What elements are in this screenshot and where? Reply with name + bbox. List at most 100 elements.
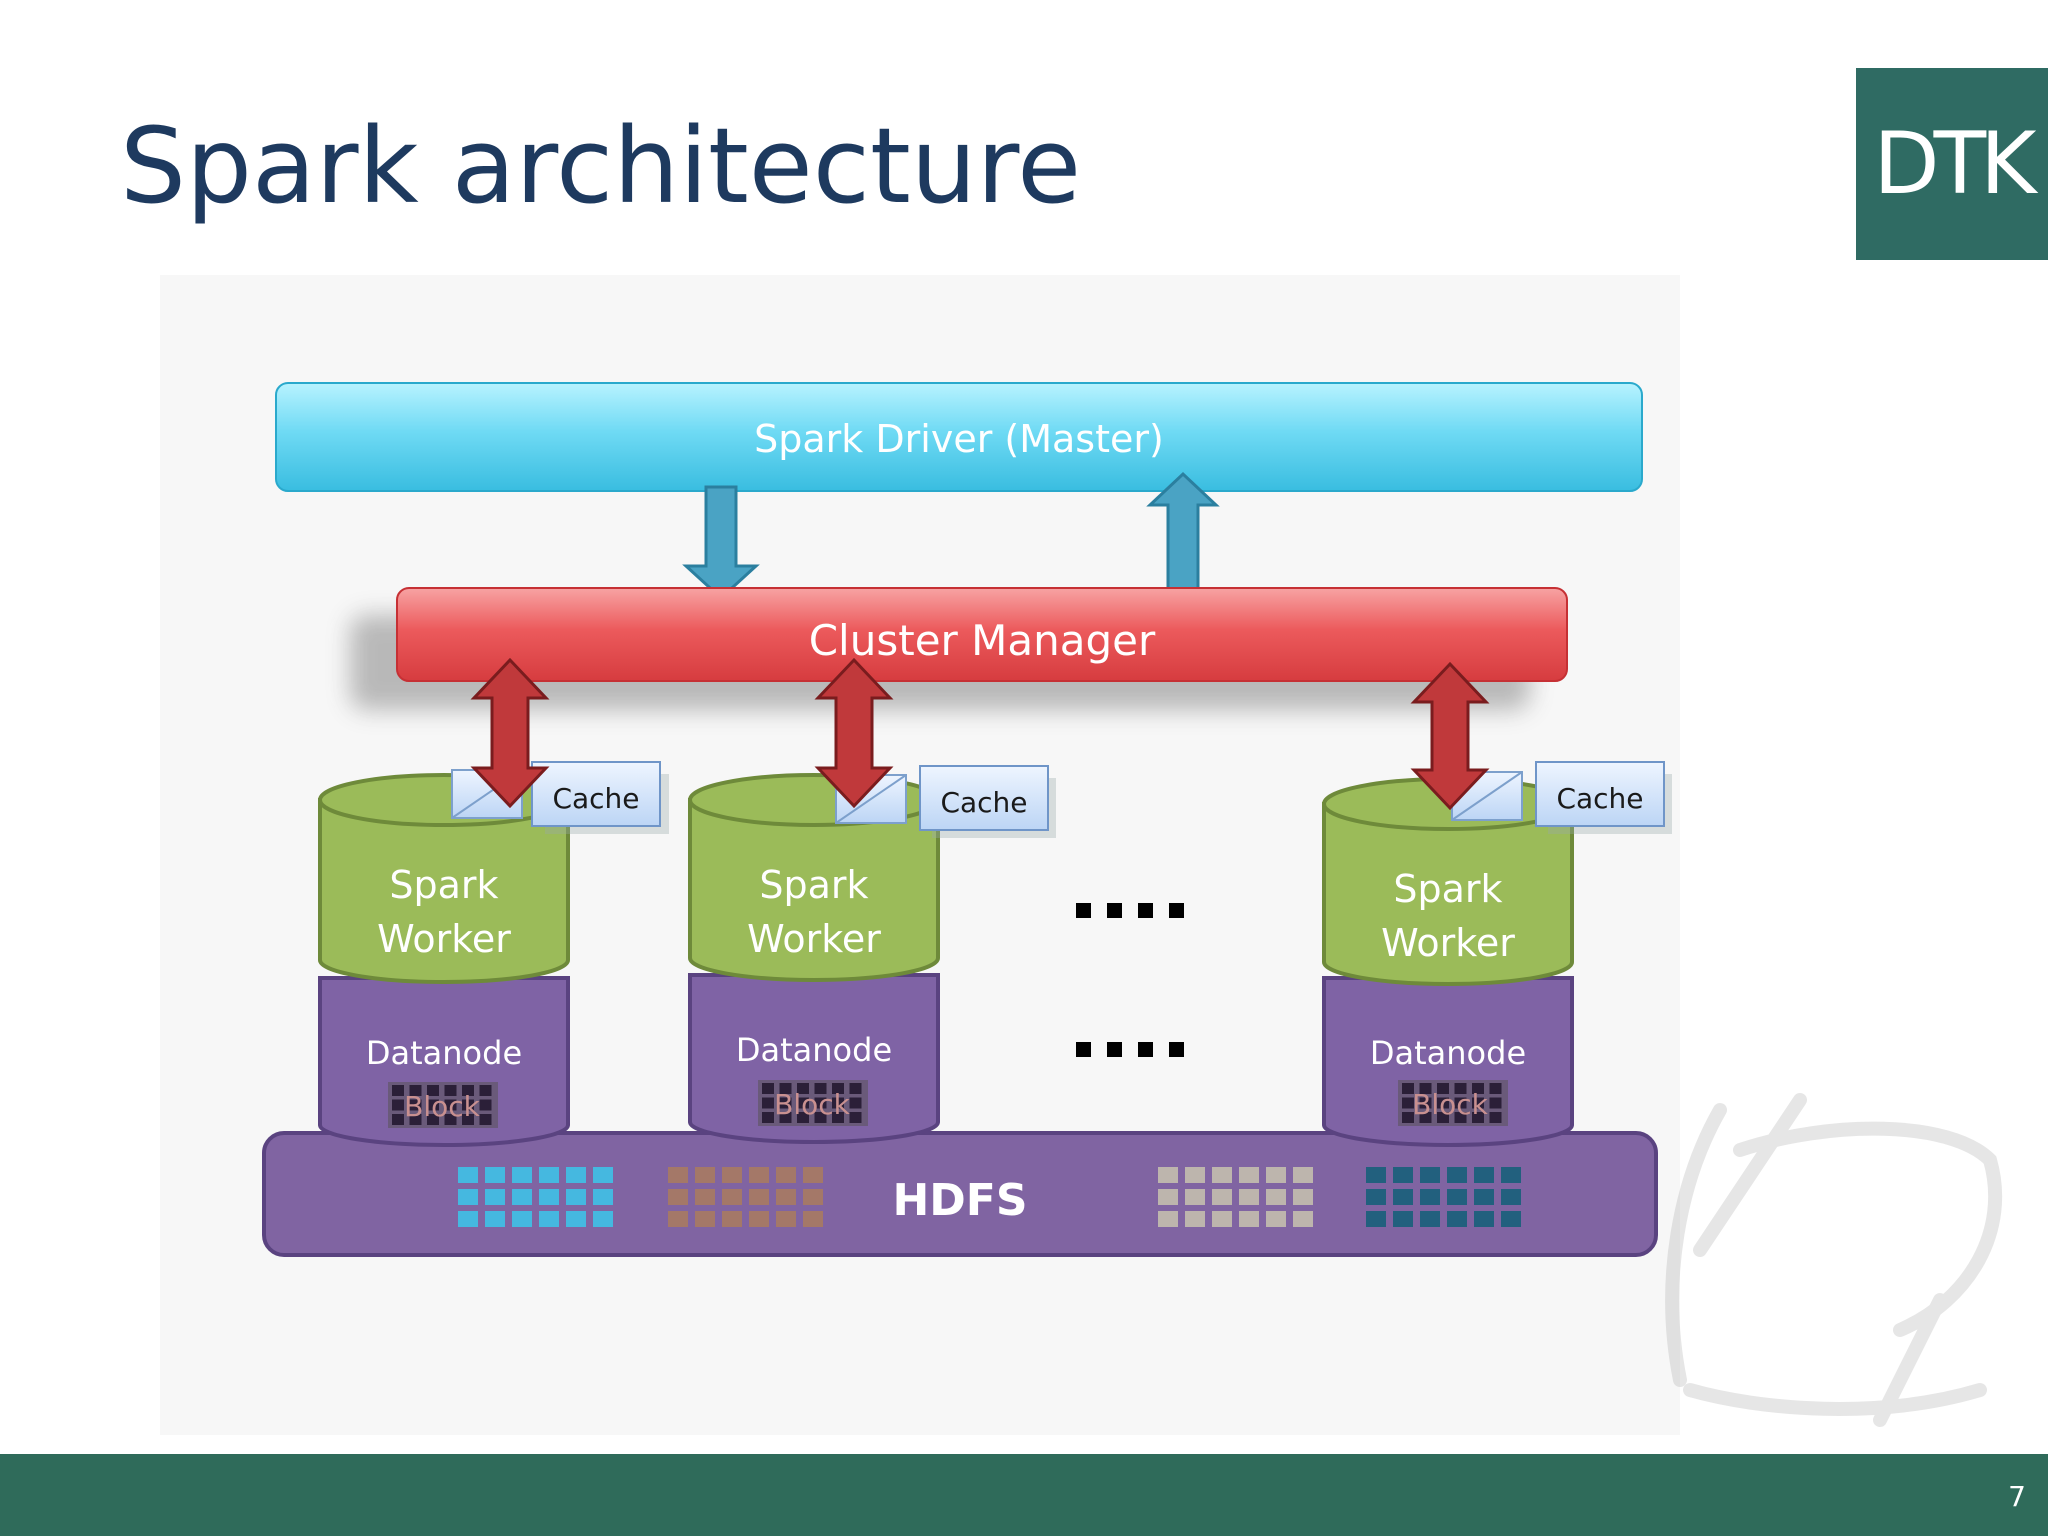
block-cell (1402, 1097, 1414, 1109)
cache-box-2: Cache (835, 765, 1056, 838)
spark-worker-line2-3: Worker (1381, 921, 1515, 965)
hdfs-block-cell-2 (749, 1211, 769, 1227)
spark-driver-label: Spark Driver (Master) (754, 417, 1164, 461)
hdfs-block-cell-3 (1239, 1211, 1259, 1227)
hdfs-block-cell-2 (695, 1167, 715, 1183)
block-cell (1472, 1112, 1484, 1123)
cache-box-1: Cache (451, 761, 669, 834)
datanode-cylinder-3 (1322, 976, 1574, 1147)
worker-node-1: Spark Worker Datanode Block (318, 773, 570, 1147)
block-label-3: Block (1412, 1088, 1489, 1121)
hdfs-block-cell-4 (1501, 1211, 1521, 1227)
spark-worker-line2-2: Worker (747, 917, 881, 961)
spark-worker-line1-2: Spark (759, 863, 868, 907)
worker-arrow-2 (814, 657, 894, 809)
hdfs-block-cell-3 (1239, 1167, 1259, 1183)
datanode-block-grid-1 (388, 1082, 498, 1128)
block-cell (1472, 1097, 1484, 1109)
hdfs-block-cell-3 (1266, 1211, 1286, 1227)
hdfs-block-cell-1 (539, 1211, 559, 1227)
block-cell (762, 1083, 774, 1094)
hdfs-block-cell-3 (1158, 1189, 1178, 1205)
hdfs-block-cell-2 (749, 1167, 769, 1183)
spark-worker-line1-1: Spark (389, 863, 498, 907)
hdfs-block-cell-1 (539, 1167, 559, 1183)
block-cell (849, 1097, 862, 1109)
hdfs-block-cell-2 (668, 1189, 688, 1205)
hdfs-block-cell-2 (695, 1189, 715, 1205)
block-cell (1419, 1112, 1432, 1123)
datanode-cylinder-1 (318, 976, 570, 1147)
spark-worker-cylinder-2 (688, 798, 940, 982)
block-cell (1402, 1112, 1414, 1123)
block-cell (392, 1085, 404, 1096)
worker-arrow-3 (1410, 661, 1490, 811)
hdfs-block-cell-4 (1366, 1211, 1386, 1227)
hdfs-block-cell-4 (1420, 1211, 1440, 1227)
block-cell (427, 1114, 439, 1125)
faded-watermark-drawing (1665, 1093, 2003, 1427)
hdfs-block-cell-3 (1293, 1189, 1313, 1205)
block-cell (427, 1085, 439, 1096)
hdfs-block-cell-3 (1158, 1211, 1178, 1227)
block-cell (849, 1083, 862, 1094)
page-number: 7 (2008, 1480, 2026, 1513)
hdfs-block-cell-2 (722, 1211, 742, 1227)
cache-label-3: Cache (1556, 782, 1643, 815)
block-cell (762, 1112, 774, 1123)
block-cell (392, 1099, 404, 1111)
block-cell (462, 1085, 474, 1096)
hdfs-block-cell-4 (1474, 1189, 1494, 1205)
block-cell (462, 1114, 474, 1125)
cluster-manager-label: Cluster Manager (809, 616, 1156, 665)
hdfs-block-cell-4 (1474, 1167, 1494, 1183)
hdfs-block-cell-1 (458, 1189, 478, 1205)
block-cell (1454, 1097, 1467, 1109)
hdfs-block-cell-2 (776, 1167, 796, 1183)
hdfs-block-cell-4 (1393, 1211, 1413, 1227)
hdfs-block-grids (458, 1167, 1521, 1227)
hdfs-block-cell-2 (749, 1189, 769, 1205)
hdfs-block-cell-4 (1393, 1189, 1413, 1205)
block-cell (1454, 1112, 1467, 1123)
block-cell (409, 1085, 422, 1096)
hdfs-block-cell-4 (1393, 1167, 1413, 1183)
worker-arrow-1 (470, 657, 550, 809)
hdfs-block-cell-3 (1239, 1189, 1259, 1205)
datanode-label-1: Datanode (366, 1034, 522, 1072)
slide-title: Spark architecture (120, 105, 1082, 227)
hdfs-block-cell-4 (1447, 1167, 1467, 1183)
hdfs-block-cell-1 (458, 1167, 478, 1183)
block-cell (814, 1097, 827, 1109)
block-cell (797, 1112, 809, 1123)
hdfs-label: HDFS (892, 1175, 1027, 1226)
hdfs-block-cell-1 (593, 1189, 613, 1205)
block-cell (832, 1112, 844, 1123)
hdfs-block-cell-4 (1501, 1189, 1521, 1205)
hdfs-block-cell-2 (803, 1189, 823, 1205)
hdfs-block-cell-1 (593, 1167, 613, 1183)
block-cell (409, 1114, 422, 1125)
datanode-label-2: Datanode (736, 1031, 892, 1069)
block-cell (779, 1097, 792, 1109)
block-cell (1489, 1097, 1502, 1109)
hdfs-block-cell-1 (485, 1167, 505, 1183)
hdfs-block-cell-3 (1185, 1189, 1205, 1205)
block-cell (814, 1112, 827, 1123)
footer-bar (0, 1454, 2048, 1536)
logo-text: DTK (1873, 114, 2036, 214)
block-cell (832, 1097, 844, 1109)
hdfs-block-cell-1 (512, 1211, 532, 1227)
hdfs-block-cell-4 (1420, 1167, 1440, 1183)
block-cell (444, 1085, 457, 1096)
hdfs-block-cell-3 (1158, 1167, 1178, 1183)
block-cell (779, 1083, 792, 1094)
block-cell (1454, 1083, 1467, 1094)
hdfs-block-cell-2 (668, 1167, 688, 1183)
block-cell (797, 1083, 809, 1094)
hdfs-block-cell-4 (1447, 1211, 1467, 1227)
block-cell (797, 1097, 809, 1109)
hdfs-block-cell-3 (1293, 1167, 1313, 1183)
block-cell (849, 1112, 862, 1123)
hdfs-block-cell-1 (593, 1211, 613, 1227)
